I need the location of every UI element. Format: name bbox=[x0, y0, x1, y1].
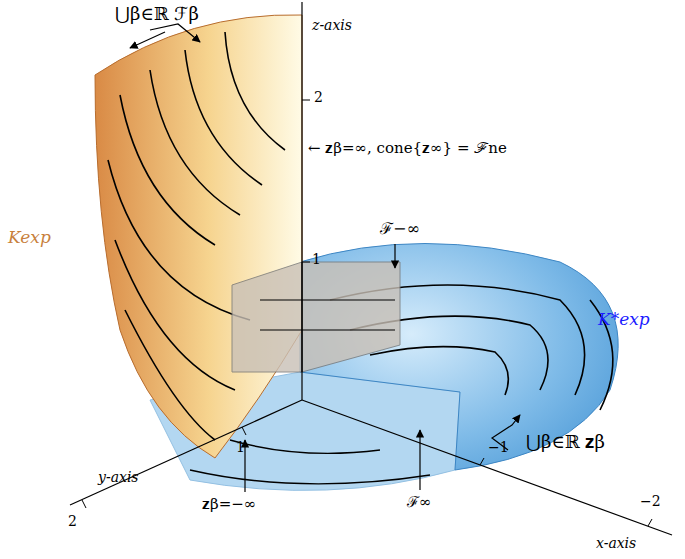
ray-label: ← 𝐳β=∞, cone{𝐳∞} = ℱne bbox=[308, 140, 507, 157]
tick-number: 1 bbox=[312, 252, 321, 267]
ray-label: 𝐳β=−∞ bbox=[202, 496, 256, 513]
union-label: ⋃β∈ℝ 𝐳β bbox=[526, 432, 605, 452]
face-label: ℱ−∞ bbox=[380, 220, 420, 238]
tick-number: 1 bbox=[236, 440, 245, 455]
tick-number: 2 bbox=[314, 90, 323, 105]
tick-number: −2 bbox=[640, 494, 661, 509]
axis-label: x-axis bbox=[596, 536, 636, 551]
union-label: ⋃β∈ℝ ℱβ bbox=[115, 4, 199, 24]
axis-label: z-axis bbox=[312, 18, 352, 33]
face-label: ℱ∞ bbox=[407, 494, 432, 511]
tick-number: 2 bbox=[68, 514, 77, 529]
axis-label: y-axis bbox=[98, 470, 139, 485]
tick-number: −1 bbox=[488, 440, 509, 455]
cone-label: Kexp bbox=[8, 228, 51, 247]
cone-label: K*exp bbox=[598, 310, 650, 329]
